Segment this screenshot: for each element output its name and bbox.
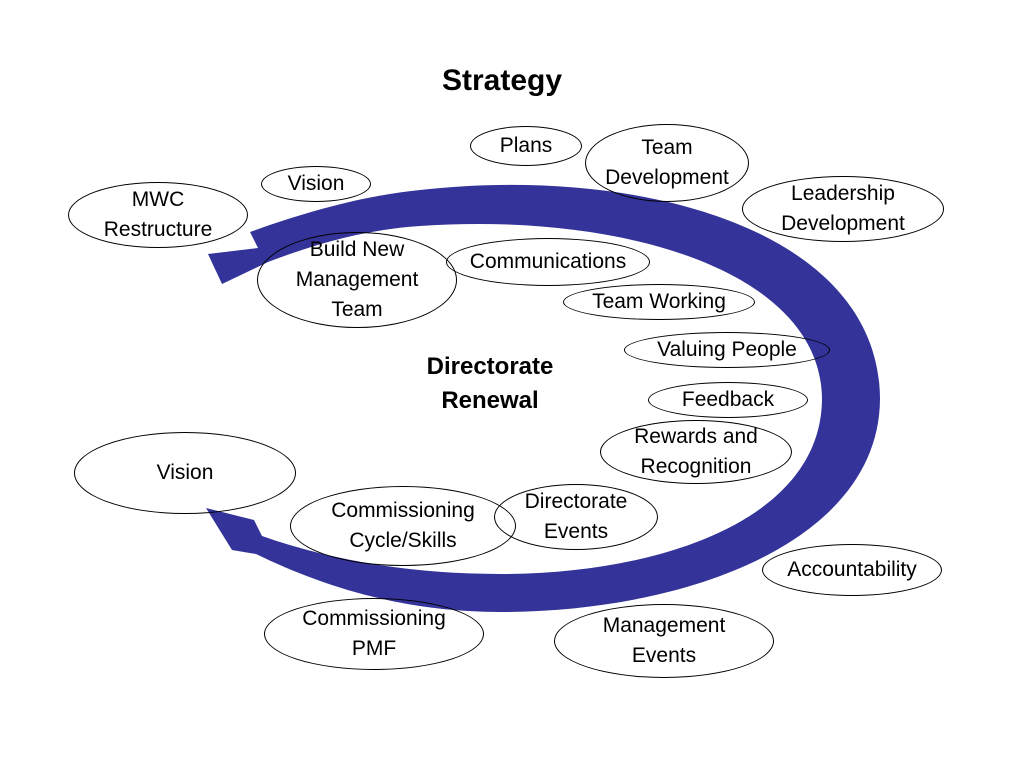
node-label: Vision <box>156 461 214 484</box>
node-accountability: Accountability <box>762 544 942 596</box>
node-label: Valuing People <box>657 338 797 361</box>
node-commissioning-pmf: Commissioning PMF <box>264 598 484 670</box>
node-management-events: Management Events <box>554 604 774 678</box>
curved-arrow-lower <box>206 398 880 612</box>
node-feedback: Feedback <box>648 382 808 418</box>
node-mwc-restructure: MWC Restructure <box>68 182 248 248</box>
node-commissioning-cycle-skills: Commissioning Cycle/Skills <box>290 486 516 566</box>
node-build-new-management-team: Build New Management Team <box>257 232 457 328</box>
node-communications: Communications <box>446 238 650 286</box>
diagram-title: Strategy <box>441 64 563 97</box>
node-label: Communications <box>469 250 627 273</box>
node-label: Directorate Events <box>524 490 628 543</box>
node-label: Management Events <box>602 614 726 667</box>
node-team-development: Team Development <box>585 124 749 202</box>
node-label: Leadership Development <box>781 182 905 235</box>
node-leadership-development: Leadership Development <box>742 176 944 242</box>
node-label: Commissioning PMF <box>302 607 446 660</box>
curved-arrow-upper <box>208 184 880 400</box>
node-label: Vision <box>287 172 345 195</box>
node-plans: Plans <box>470 126 582 166</box>
node-label: Accountability <box>787 558 917 581</box>
node-label: Team Working <box>592 290 726 313</box>
node-team-working: Team Working <box>563 284 755 320</box>
node-label: Rewards and Recognition <box>634 425 758 478</box>
node-valuing-people: Valuing People <box>624 332 830 368</box>
node-label: Feedback <box>681 388 775 411</box>
node-label: Commissioning Cycle/Skills <box>331 499 475 552</box>
node-directorate-events: Directorate Events <box>494 484 658 550</box>
node-rewards-and-recognition: Rewards and Recognition <box>600 420 792 484</box>
center-label: Directorate Renewal <box>400 350 580 418</box>
node-vision-top: Vision <box>261 166 371 202</box>
center-label-text: Directorate Renewal <box>426 353 554 414</box>
node-label: Team Development <box>605 136 729 189</box>
node-label: Build New Management Team <box>295 238 419 321</box>
node-label: MWC Restructure <box>103 188 213 241</box>
node-vision-left: Vision <box>74 432 296 514</box>
node-label: Plans <box>499 134 553 157</box>
